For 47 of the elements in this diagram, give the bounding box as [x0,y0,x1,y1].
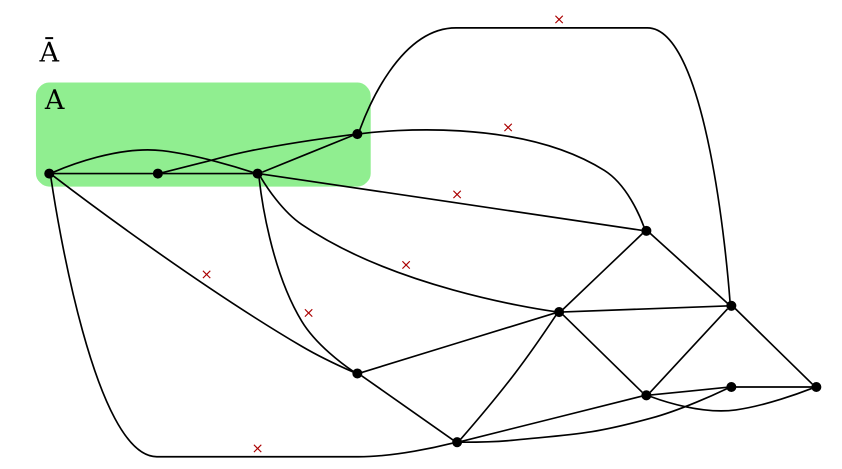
node-circle [811,382,822,392]
edge-label: × [400,256,412,274]
connector [361,375,454,441]
edge-label: × [200,266,213,283]
connector [650,232,728,304]
node-circle [554,307,564,318]
connector [162,172,253,174]
connector [53,149,254,174]
connector [562,314,643,394]
connector [734,308,814,385]
connector [736,386,812,388]
node-circle [452,437,462,448]
connector [564,305,727,313]
node-circle [352,129,362,140]
connector [462,395,642,442]
node-circle [726,382,736,392]
connector [362,312,555,374]
connector [650,308,728,393]
node-circle [252,168,263,179]
edge-label: × [451,186,464,203]
edge-label: × [502,119,514,136]
node-circle [152,168,163,179]
node-circle [352,368,362,378]
label: Ā [39,37,60,68]
edge-label: × [252,440,264,457]
node-circle [726,300,736,311]
cluster: A [36,82,371,187]
connector [650,388,812,412]
connector [260,176,555,312]
connector [359,27,731,302]
connector [362,129,645,228]
edge-label: × [553,10,566,28]
connector [54,172,154,174]
connector [50,178,453,458]
connector [262,173,642,232]
connector [460,314,557,440]
node-circle [641,226,652,236]
connector [258,178,354,372]
connector [262,134,354,173]
node-circle [641,390,652,400]
connector [650,386,727,396]
connector [162,134,353,174]
connector [462,388,728,444]
edge-label: × [302,304,315,322]
connector [52,175,354,373]
node-circle [44,168,54,179]
connector [562,233,643,310]
